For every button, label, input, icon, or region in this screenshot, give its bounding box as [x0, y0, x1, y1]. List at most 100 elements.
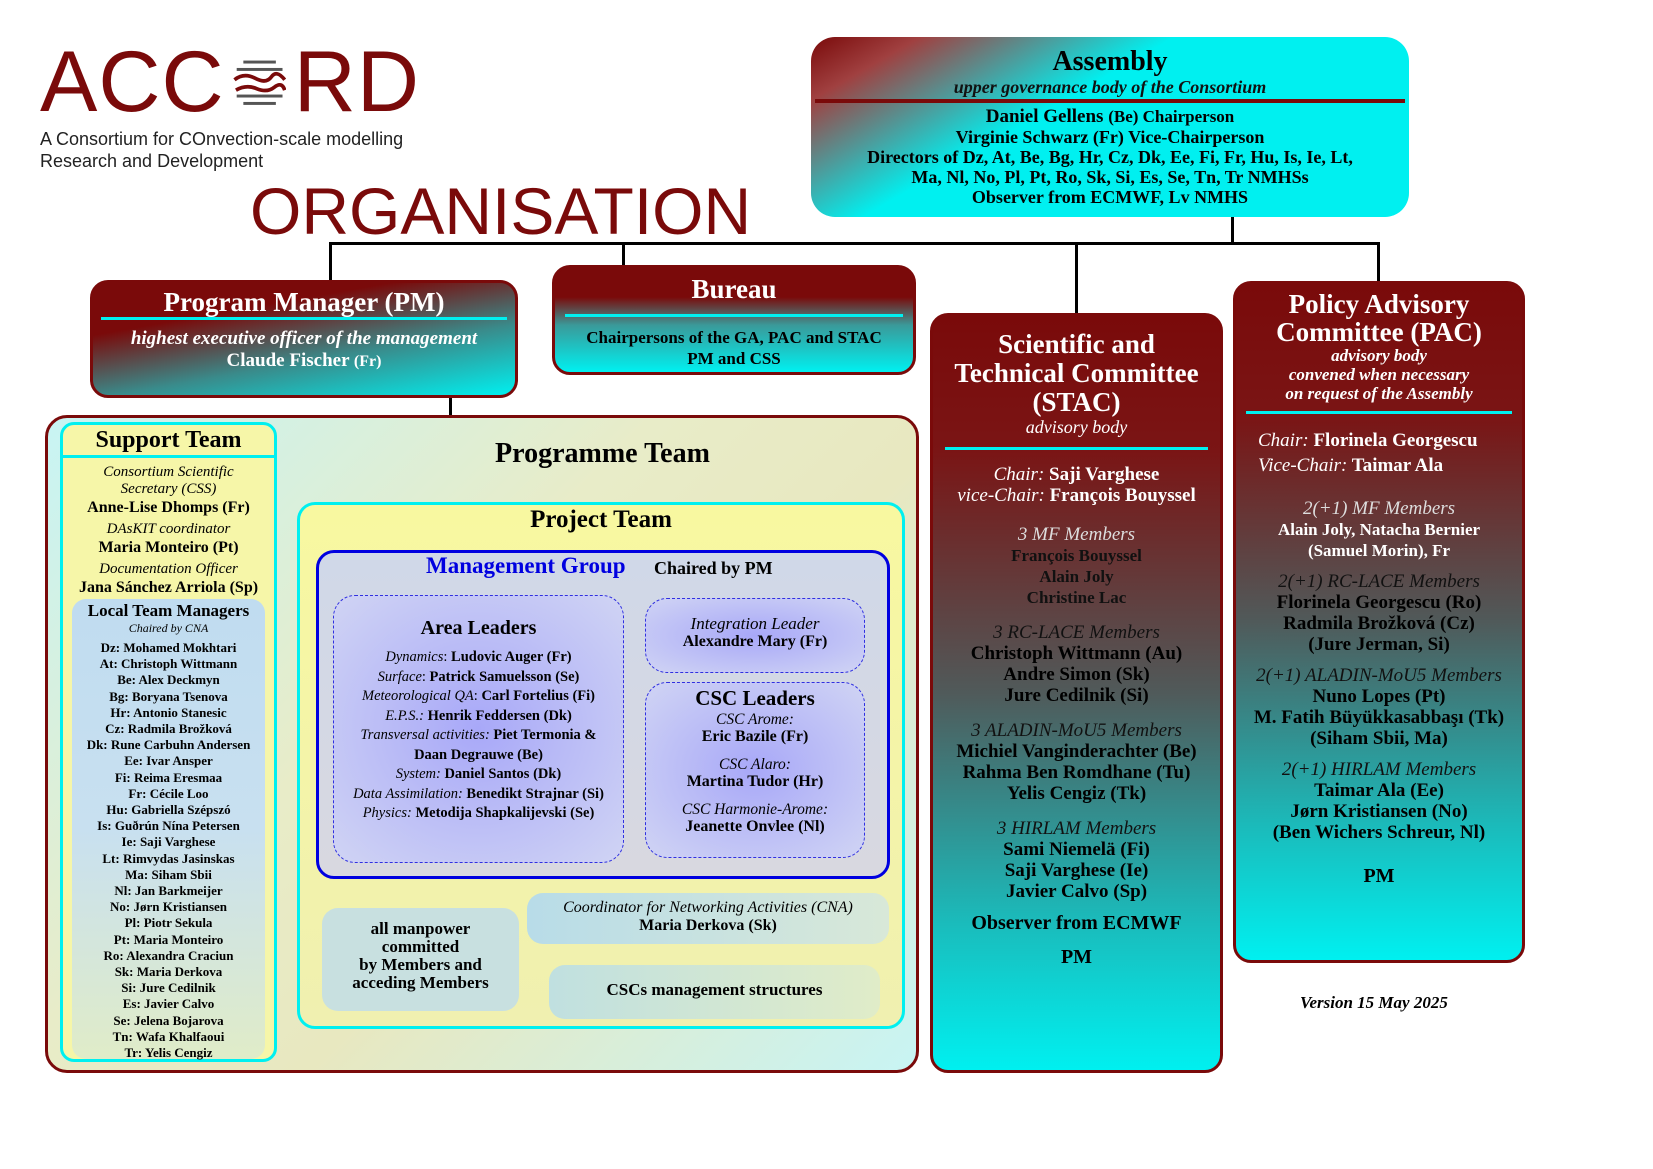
bureau-line-2: PM and CSS	[687, 349, 781, 368]
csc-management-box: CSCs management structures	[549, 965, 880, 1019]
csc-leaders-title: CSC Leaders	[695, 686, 815, 710]
area-name: Carl Fortelius (Fi)	[481, 688, 596, 704]
pac-member: (Samuel Morin), Fr	[1307, 541, 1451, 560]
logo-emblem-icon	[232, 60, 286, 105]
pac-group-label: 2(+1) HIRLAM Members	[1281, 759, 1477, 780]
accord-logo: ACC RD A Consortium for COnvection-scale…	[40, 39, 420, 172]
stac-member: Javier Calvo (Sp)	[1005, 881, 1148, 902]
bureau-box: Bureau Chairpersons of the GA, PAC and S…	[552, 265, 916, 375]
stac-member: Christine Lac	[1026, 588, 1127, 607]
area-list: Dynamics: Ludovic Auger (Fr) Surface: Pat…	[334, 648, 623, 824]
ltm-item: Si: Jure Cedilnik	[121, 980, 216, 996]
connector	[1377, 242, 1380, 284]
area-leaders-box: Area Leaders Dynamics: Ludovic Auger (Fr…	[333, 595, 624, 863]
ltm-item: Se: Jelena Bojarova	[113, 1012, 224, 1028]
area-role: E.P.S.:	[385, 707, 424, 724]
project-team-title: Project Team	[530, 506, 672, 533]
assembly-title: Assembly	[1052, 46, 1168, 77]
csc-leader-item: CSC Alaro:Martina Tudor (Hr)	[646, 756, 864, 791]
area-leader-item: Surface: Patrick Samuelsson (Se)	[334, 668, 623, 688]
connector	[622, 242, 625, 267]
pac-pm: PM	[1363, 865, 1395, 887]
pac-group-label: 2(+1) MF Members	[1302, 498, 1456, 519]
ltm-item: Nl: Jan Barkmeijer	[114, 883, 223, 899]
assembly-directors-2: Ma, Nl, No, Pl, Pt, Ro, Sk, Si, Es, Se, …	[911, 167, 1309, 187]
area-leader-item: System: Daniel Santos (Dk)	[334, 765, 623, 785]
area-sep: :	[473, 688, 482, 704]
ltm-item: Cz: Radmila Brožková	[105, 721, 232, 737]
ltm-item: Pl: Piotr Sekula	[124, 915, 213, 931]
csc-leader-item: CSC Arome:Eric Bazile (Fr)	[646, 711, 864, 746]
ltm-item: Hr: Antonio Stanesic	[110, 704, 227, 720]
ltm-item: Sk: Maria Derkova	[114, 964, 223, 980]
area-role: Meteorological QA	[361, 688, 474, 704]
stac-subtitle: advisory body	[1025, 417, 1128, 437]
pm-country: (Fr)	[353, 353, 382, 370]
css-name: Anne-Lise Dhomps (Fr)	[87, 499, 250, 516]
stac-vice: François Bouyssel	[1049, 485, 1196, 506]
ltm-item: Ie: Saji Varghese	[121, 834, 216, 850]
stac-box: Scientific and Technical Committee (STAC…	[930, 313, 1223, 1073]
ltm-subtitle: Chaired by CNA	[128, 621, 209, 635]
ltm-item: At: Christoph Wittmann	[99, 656, 238, 672]
area-role: Dynamics	[385, 649, 444, 665]
stac-observer: Observer from ECMWF	[971, 912, 1182, 934]
assembly-directors-1: Directors of Dz, At, Be, Bg, Hr, Cz, Dk,…	[867, 147, 1353, 167]
divider	[945, 447, 1208, 450]
csc-leaders-box: CSC Leaders CSC Arome:Eric Bazile (Fr)CS…	[645, 682, 865, 858]
csc-role: CSC Alaro:	[719, 756, 791, 773]
csc-leader-item: CSC Harmonie-Arome:Jeanette Onvlee (Nl)	[646, 801, 864, 836]
pac-member: Florinela Georgescu (Ro)	[1276, 592, 1482, 613]
cna-role: Coordinator for Networking Activities (C…	[563, 899, 853, 916]
area-name: Ludovic Auger (Fr)	[451, 649, 572, 665]
stac-group-label: 3 MF Members	[1017, 524, 1136, 545]
area-role: Transversal activities:	[360, 727, 490, 743]
stac-chair-label: Chair:	[993, 464, 1045, 485]
pac-title-1: Policy Advisory	[1288, 289, 1470, 319]
area-role: Data Assimilation:	[353, 785, 463, 802]
area-role: Physics:	[362, 805, 412, 821]
ltm-item: Fr: Cécile Loo	[128, 785, 209, 801]
ltm-item: Fi: Reima Eresmaa	[114, 769, 223, 785]
pac-member: Nuno Lopes (Pt)	[1312, 686, 1446, 707]
area-name: Benedikt Strajnar (Si)	[466, 785, 604, 802]
doc-name: Jana Sánchez Arriola (Sp)	[78, 579, 259, 596]
divider	[815, 99, 1405, 103]
pac-member: Jørn Kristiansen (No)	[1290, 801, 1468, 822]
stac-title-3: (STAC)	[1032, 387, 1121, 417]
area-leader-item: E.P.S.: Henrik Feddersen (Dk)	[334, 707, 623, 727]
stac-pm: PM	[1060, 946, 1093, 968]
pac-vice-label: Vice-Chair:	[1258, 455, 1348, 476]
pac-member: Alain Joly, Natacha Bernier	[1277, 520, 1481, 539]
ltm-item: Ro: Alexandra Craciun	[103, 947, 234, 963]
pm-name: Claude Fischer	[226, 350, 350, 371]
ltm-item: Es: Javier Calvo	[122, 996, 215, 1012]
stac-member: Andre Simon (Sk)	[1003, 664, 1150, 685]
area-sep: :	[421, 668, 430, 685]
version-label: Version 15 May 2025	[1300, 993, 1448, 1012]
doc-role: Documentation Officer	[99, 561, 238, 577]
daskit-name: Maria Monteiro (Pt)	[98, 539, 239, 556]
pac-sub-3: on request of the Assembly	[1285, 384, 1473, 403]
stac-vice-label: vice-Chair:	[957, 485, 1045, 506]
stac-member: Alain Joly	[1039, 567, 1114, 586]
ltm-item: Dk: Rune Carbuhn Andersen	[86, 737, 251, 753]
connector	[1231, 214, 1234, 244]
cna-box: Coordinator for Networking Activities (C…	[527, 893, 889, 944]
pac-member: Taimar Ala (Ee)	[1314, 780, 1444, 801]
csc-list: CSC Arome:Eric Bazile (Fr) CSC Alaro:Mart…	[646, 711, 864, 836]
pac-sub-2: convened when necessary	[1288, 365, 1470, 384]
stac-member: Michiel Vanginderachter (Be)	[956, 741, 1197, 762]
stac-group-label: 3 HIRLAM Members	[996, 818, 1157, 839]
ltm-item: Bg: Boryana Tsenova	[109, 688, 228, 704]
ltm-item: No: Jørn Kristiansen	[110, 899, 227, 915]
cna-name: Maria Derkova (Sk)	[639, 917, 777, 934]
area-sep: :	[443, 649, 452, 665]
manpower-line: committed	[381, 937, 460, 956]
integration-name: Alexandre Mary (Fr)	[682, 633, 828, 650]
area-name: Daan Degrauwe (Be)	[414, 746, 543, 763]
assembly-vice: Virginie Schwarz (Fr) Vice-Chairperson	[955, 127, 1265, 147]
